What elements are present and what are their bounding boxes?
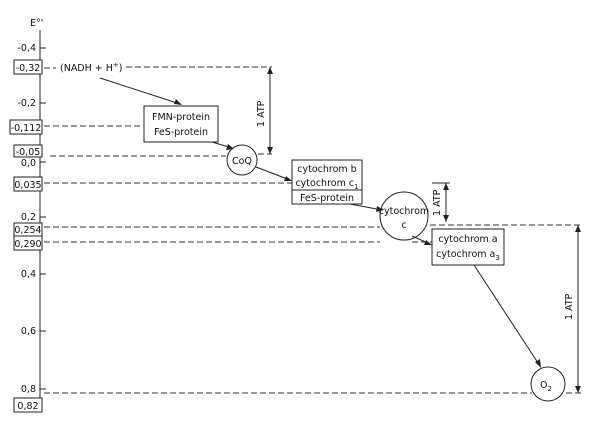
- svg-text:cytochrom b: cytochrom b: [297, 164, 356, 175]
- boxed-value-0-035: 0,035: [13, 176, 43, 192]
- oxygen-node: O2: [530, 366, 566, 402]
- tick-label-minus-0-4: -0,4: [17, 43, 36, 54]
- svg-text:-0,112: -0,112: [11, 123, 42, 134]
- svg-text:0,254: 0,254: [14, 225, 41, 236]
- y-axis-title: E°': [30, 18, 43, 29]
- boxed-value-minus-0-112: -0,112: [9, 119, 43, 135]
- svg-text:0,035: 0,035: [14, 180, 41, 191]
- boxed-value-0-82: 0,82: [13, 397, 43, 413]
- tick-label-0-2: 0,2: [21, 212, 36, 223]
- svg-text:-0,05: -0,05: [16, 147, 41, 158]
- svg-text:cytochrom a3: cytochrom a3: [436, 249, 500, 262]
- atp-bracket-2: 1 ATP: [432, 182, 450, 222]
- svg-text:0,82: 0,82: [17, 401, 38, 412]
- tick-label-0-8: 0,8: [21, 384, 36, 395]
- svg-text:0,290: 0,290: [14, 239, 41, 250]
- tick-label-minus-0-2: -0,2: [17, 98, 36, 109]
- svg-text:FeS-protein: FeS-protein: [154, 127, 208, 138]
- atp-bracket-1: 1 ATP: [256, 67, 273, 154]
- boxed-value-minus-0-05: -0,05: [13, 144, 43, 158]
- svg-text:O2: O2: [540, 380, 552, 393]
- coq-node: CoQ: [226, 144, 258, 176]
- tick-label-0-0: 0,0: [21, 158, 36, 169]
- fmn-fes-protein-box: FMN-protein FeS-protein: [143, 105, 219, 143]
- tick-label-0-4: 0,4: [21, 269, 36, 280]
- svg-text:FMN-protein: FMN-protein: [152, 112, 210, 123]
- atp-bracket-3: 1 ATP: [564, 225, 581, 393]
- svg-text:1 ATP: 1 ATP: [432, 189, 443, 216]
- svg-text:1 ATP: 1 ATP: [256, 100, 267, 127]
- svg-text:-0,32: -0,32: [16, 63, 41, 74]
- cytochrome-b-c1-fes-box: cytochrom b cytochrom c1 FeS-protein: [291, 159, 363, 205]
- svg-text:cytochrom c1: cytochrom c1: [295, 178, 358, 191]
- y-axis-tick-marks: [40, 47, 46, 390]
- nadh-label: (NADH + H+): [60, 61, 123, 74]
- svg-text:cytochrom a: cytochrom a: [438, 234, 497, 245]
- svg-text:1 ATP: 1 ATP: [564, 293, 575, 320]
- potential-level-lines: [44, 66, 584, 394]
- tick-label-0-6: 0,6: [21, 326, 36, 337]
- svg-text:CoQ: CoQ: [232, 156, 252, 167]
- svg-text:FeS-protein: FeS-protein: [300, 193, 354, 204]
- cytochrome-c-node: cytochrom c: [379, 191, 429, 241]
- svg-text:cytochrom: cytochrom: [379, 206, 429, 217]
- flow-arrows: [99, 77, 541, 368]
- svg-text:c: c: [401, 220, 406, 231]
- cytochrome-a-a3-box: cytochrom a cytochrom a3: [431, 228, 505, 266]
- boxed-value-minus-0-32: -0,32: [13, 59, 43, 75]
- boxed-value-0-254-0-290: 0,254 0,290: [13, 222, 43, 251]
